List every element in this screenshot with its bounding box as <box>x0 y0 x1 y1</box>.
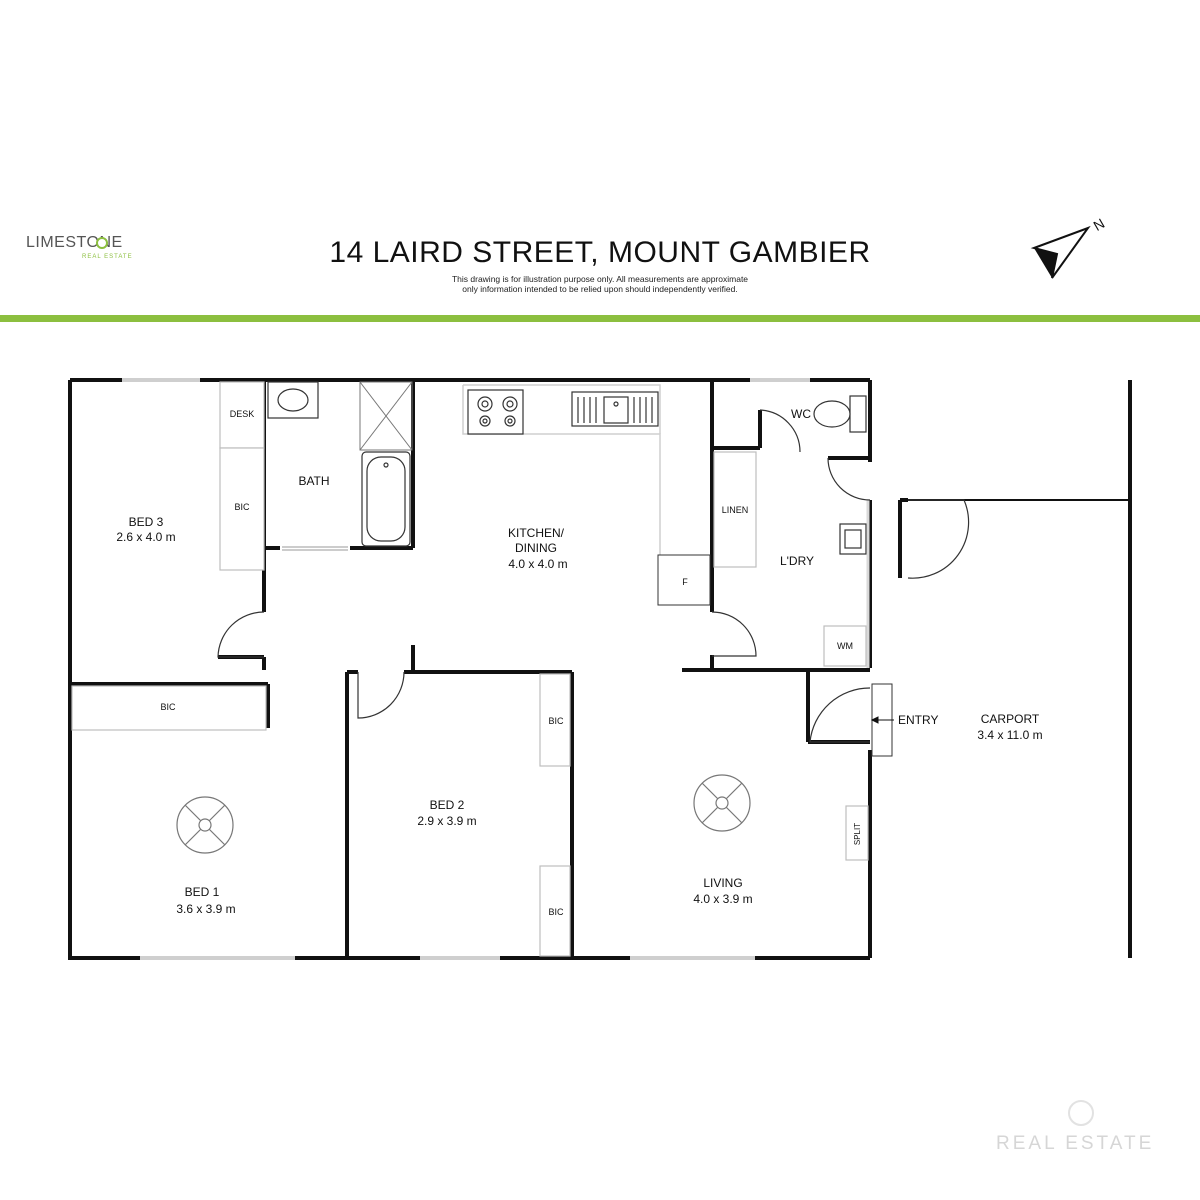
washing-machine-outline <box>823 625 867 667</box>
bed3-robe-outline <box>219 447 265 571</box>
north-arrow-icon: N <box>1030 215 1108 279</box>
vanity-basin-icon <box>267 381 319 419</box>
fixture-wm-label: WM <box>837 641 853 651</box>
fixture-bic-label: BIC <box>548 716 564 726</box>
room-name-bed1: BED 1 <box>185 885 220 899</box>
desk-outline <box>219 381 265 449</box>
entry-arrow-icon <box>870 716 894 724</box>
north-letter: N <box>1091 215 1108 234</box>
kitchen-bench <box>462 384 661 560</box>
brand-logo: LIMESTONE REAL ESTATE <box>26 234 136 268</box>
split-system-outline <box>845 805 869 861</box>
fixture-fridge-label: F <box>682 577 688 587</box>
ceiling-fan-icon <box>176 796 234 854</box>
fixture-desk-label: DESK <box>230 409 255 419</box>
room-name-bath: BATH <box>298 474 329 488</box>
room-name-carport: CARPORT <box>981 712 1040 726</box>
door-swings <box>217 409 970 743</box>
fixture-bic-label: BIC <box>234 502 250 512</box>
room-size-living: 4.0 x 3.9 m <box>693 892 752 906</box>
laundry-tub-icon <box>839 523 867 555</box>
shower-icon <box>359 381 413 451</box>
room-size-bed2: 2.9 x 3.9 m <box>417 814 476 828</box>
kitchen-sink-icon <box>571 391 659 427</box>
room-name-bed3: BED 3 <box>129 515 164 529</box>
room-name-living: LIVING <box>703 876 742 890</box>
bed2-robe-top-outline <box>539 673 571 767</box>
fixture-linen-label: LINEN <box>722 505 749 515</box>
disclaimer-line-1: This drawing is for illustration purpose… <box>451 274 749 284</box>
room-size-bed1: 3.6 x 3.9 m <box>176 902 235 916</box>
windows <box>122 378 810 960</box>
bathtub-icon <box>361 451 411 547</box>
room-name-bed2: BED 2 <box>430 798 465 812</box>
interior-walls <box>70 380 908 958</box>
room-name-wc: WC <box>791 407 811 421</box>
sliding-door <box>282 546 348 551</box>
cooktop-icon <box>467 389 524 435</box>
disclaimer-line-2: only information intended to be relied u… <box>462 284 738 294</box>
page-title: 14 LAIRD STREET, MOUNT GAMBIER <box>329 236 871 269</box>
accent-divider <box>0 315 1200 322</box>
room-size-bed3: 2.6 x 4.0 m <box>116 530 175 544</box>
ceiling-fan-icon <box>693 774 751 832</box>
disclaimer: This drawing is for illustration purpose… <box>0 274 1200 294</box>
room-name-kitchen-1: KITCHEN/ <box>508 526 565 540</box>
room-size-kitchen: 4.0 x 4.0 m <box>508 557 567 571</box>
linen-outline <box>713 451 757 568</box>
logo-ring-icon <box>96 237 108 249</box>
room-name-entry: ENTRY <box>898 713 938 727</box>
room-name-kitchen-2: DINING <box>515 541 557 555</box>
fixture-split-label: SPLIT <box>853 823 862 845</box>
toilet-icon <box>813 395 867 433</box>
room-size-carport: 3.4 x 11.0 m <box>977 728 1042 742</box>
fixture-bic-label: BIC <box>548 907 564 917</box>
fixture-bic-label: BIC <box>160 702 176 712</box>
logo-subtext: REAL ESTATE <box>82 254 133 260</box>
fridge-icon <box>657 554 711 606</box>
watermark-text: REAL ESTATE <box>996 1133 1155 1154</box>
bed2-robe-bottom-outline <box>539 865 571 957</box>
watermark-logo-icon <box>1068 1100 1094 1126</box>
room-name-laundry: L'DRY <box>780 554 814 568</box>
bed1-robe-outline <box>71 685 267 731</box>
